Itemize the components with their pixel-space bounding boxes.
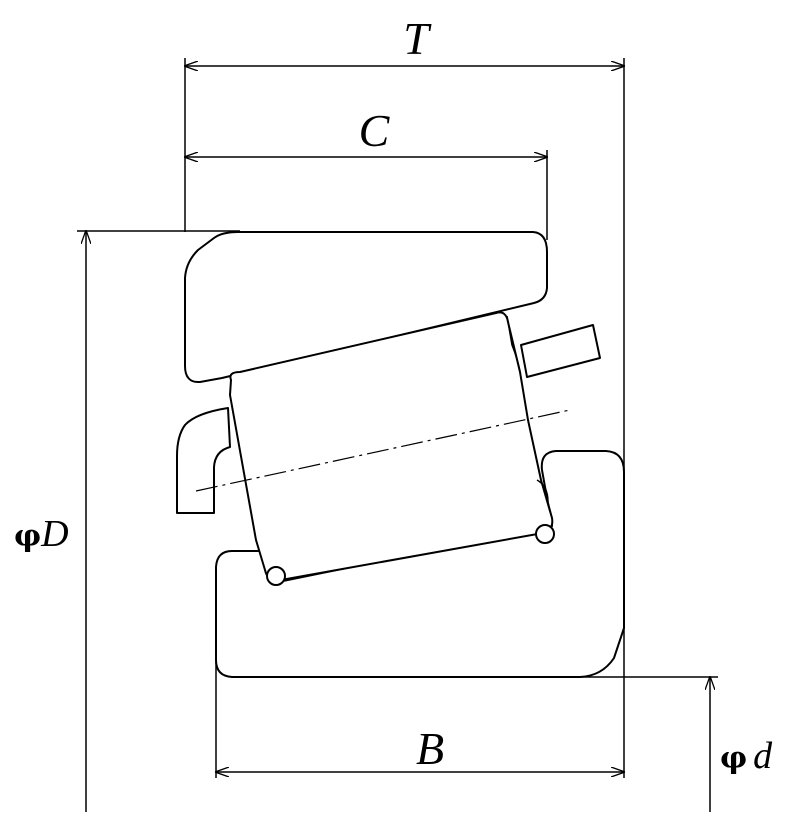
cage-hook xyxy=(176,407,231,514)
label-phi-D: φD xyxy=(14,513,69,555)
letter-D: D xyxy=(40,513,68,555)
extension-lines xyxy=(77,58,718,778)
tapered-roller xyxy=(229,311,555,586)
cage-bar xyxy=(520,324,601,378)
outer-ring xyxy=(184,231,548,384)
roller-axis-centerline xyxy=(195,409,571,492)
inner-ring xyxy=(215,450,625,678)
phi-symbol-D: φ xyxy=(14,519,41,554)
label-C: C xyxy=(359,105,391,156)
letter-d: d xyxy=(753,735,773,777)
label-B: B xyxy=(416,723,444,774)
label-T: T xyxy=(403,13,432,64)
phi-symbol-d: φ xyxy=(720,741,747,776)
